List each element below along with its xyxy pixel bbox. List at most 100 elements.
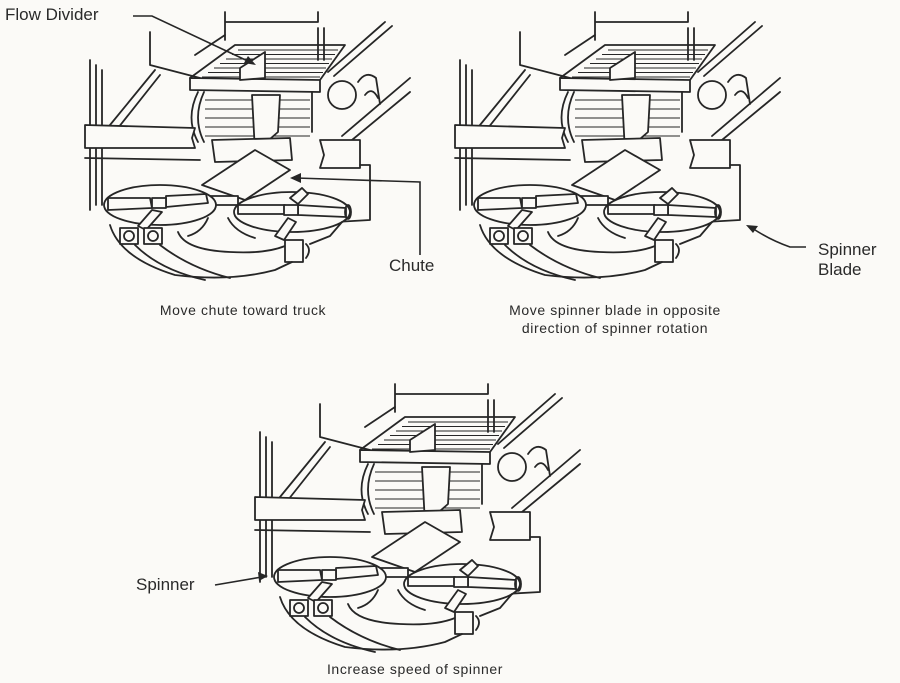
hydraulic-motor-port xyxy=(518,231,528,241)
caption-panel-3: Increase speed of spinner xyxy=(326,661,504,677)
frame-brace xyxy=(480,70,530,128)
spinner-pan-ribs xyxy=(505,245,600,280)
spinner-blade-label: Spinner Blade xyxy=(818,240,877,279)
spinner-pan-ribs xyxy=(305,617,400,652)
spinner-right-rim xyxy=(345,205,351,219)
divider-blade xyxy=(422,467,450,524)
motor-circle xyxy=(328,81,356,109)
spinner-right-blade xyxy=(445,590,466,612)
hydraulic-motor xyxy=(144,228,162,244)
crossbeam-left-lower xyxy=(85,158,200,160)
hydraulic-valve xyxy=(655,240,673,262)
spinner-left-hub xyxy=(522,198,536,208)
crossbeam-left xyxy=(455,125,565,148)
spinner-pan xyxy=(280,597,462,650)
hopper-side-left xyxy=(520,32,570,78)
hydraulic-motor xyxy=(490,228,508,244)
spinner-right-rim xyxy=(715,205,721,219)
hydraulic-hose xyxy=(348,604,455,624)
chute-leader xyxy=(290,173,421,255)
rail-right-lower xyxy=(512,450,580,512)
hopper-top xyxy=(190,45,345,80)
spinner-pan-ribs xyxy=(135,245,230,280)
hydraulic-hose xyxy=(178,232,285,252)
motor-housing xyxy=(528,447,550,476)
drum-left-edge xyxy=(562,92,575,142)
chute-bracket xyxy=(705,165,740,222)
crossbeam-right xyxy=(690,140,730,168)
hopper-rim xyxy=(560,78,690,92)
hydraulic-motor-port xyxy=(148,231,158,241)
chute-mount xyxy=(212,138,292,162)
rail-right-upper xyxy=(698,22,762,76)
rotation-arrow xyxy=(398,590,425,610)
rotation-arrow xyxy=(598,218,625,238)
hopper-rim xyxy=(190,78,320,92)
rotation-arrow xyxy=(228,218,255,238)
chute xyxy=(372,522,460,572)
spinner-right-blade xyxy=(645,218,666,240)
spinner-right-blade xyxy=(275,218,296,240)
spinner-right-hub xyxy=(654,205,668,215)
rotation-arrow xyxy=(188,218,208,236)
spinner-left-hub xyxy=(152,198,166,208)
hydraulic-valve xyxy=(285,240,303,262)
caption-panel-1: Move chute toward truck xyxy=(159,302,327,318)
spreader-drawing-2 xyxy=(450,0,780,290)
spreader-drawing-3 xyxy=(250,372,580,662)
divider-blade xyxy=(622,95,650,152)
valve-linkage xyxy=(306,222,342,258)
crossbeam-left-lower xyxy=(255,530,370,532)
hydraulic-motor-port xyxy=(318,603,328,613)
divider-blade xyxy=(252,95,280,152)
chute-mount xyxy=(382,510,462,534)
frame-brace xyxy=(110,70,160,128)
hydraulic-motor xyxy=(290,600,308,616)
hydraulic-motor xyxy=(314,600,332,616)
flow-divider-plate xyxy=(240,52,265,80)
chute xyxy=(202,150,290,200)
hopper-top-bar xyxy=(595,12,688,35)
rail-right-lower xyxy=(712,78,780,140)
spreader-drawing-1 xyxy=(80,0,410,290)
rotation-arrow xyxy=(558,218,578,236)
spinner-leader xyxy=(214,572,268,586)
valve-linkage xyxy=(476,594,512,630)
spinner-pan xyxy=(110,225,292,278)
flow-divider-plate xyxy=(410,424,435,452)
hopper-top xyxy=(360,417,515,452)
chute-label: Chute xyxy=(389,256,435,275)
hydraulic-motor xyxy=(514,228,532,244)
spinner-right-blade xyxy=(460,560,478,576)
spinner-blade-label-line-1: Spinner xyxy=(818,240,877,259)
spinner-right-rim xyxy=(515,577,521,591)
spinner-right-hub xyxy=(454,577,468,587)
flow-divider-plate xyxy=(610,52,635,80)
hydraulic-valve xyxy=(455,612,473,634)
hopper-top-bar xyxy=(225,12,318,35)
spinner-label: Spinner xyxy=(136,575,195,594)
caption-panel-2-line-2: direction of spinner rotation xyxy=(521,319,709,336)
flow-divider-label: Flow Divider xyxy=(5,5,99,24)
spinner-left-hub xyxy=(322,570,336,580)
hydraulic-motor xyxy=(120,228,138,244)
hydraulic-hose xyxy=(548,232,655,252)
hopper-side-left xyxy=(150,32,200,78)
rail-right-upper xyxy=(328,22,392,76)
hydraulic-motor-port xyxy=(124,231,134,241)
hydraulic-motor-port xyxy=(494,231,504,241)
hopper-top-bar xyxy=(395,384,488,407)
drum-left-edge xyxy=(192,92,205,142)
caption-panel-2-line-1: Move spinner blade in opposite xyxy=(509,302,721,318)
crossbeam-right xyxy=(320,140,360,168)
motor-circle xyxy=(498,453,526,481)
spinner-right-blade xyxy=(660,188,678,204)
spinner-pan xyxy=(480,225,662,278)
spinner-right-blade xyxy=(290,188,308,204)
hopper-rim xyxy=(360,450,490,464)
chute-mount xyxy=(582,138,662,162)
crossbeam-left-lower xyxy=(455,158,570,160)
rail-right-upper xyxy=(498,394,562,448)
chute xyxy=(572,150,660,200)
